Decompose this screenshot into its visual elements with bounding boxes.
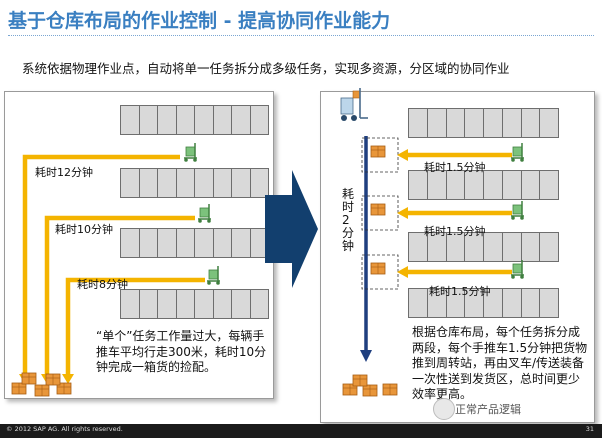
shelf-rack bbox=[408, 288, 559, 318]
title-divider bbox=[8, 35, 594, 36]
time-label: 耗时12分钟 bbox=[35, 166, 93, 179]
forklift-icon bbox=[340, 88, 368, 121]
cargo-box-icon bbox=[370, 203, 386, 216]
cargo-box-icon bbox=[370, 145, 386, 158]
transfer-line bbox=[360, 136, 372, 362]
cargo-boxes-icon bbox=[342, 374, 398, 397]
time-label: 耗时1.5分钟 bbox=[424, 225, 486, 238]
hand-cart-icon bbox=[510, 200, 525, 221]
route-arrow bbox=[62, 277, 205, 384]
shelf-rack bbox=[120, 105, 269, 135]
hand-cart-icon bbox=[510, 142, 525, 163]
vertical-time-label: 耗时2分钟 bbox=[342, 187, 355, 253]
shelf-rack bbox=[408, 170, 559, 200]
cargo-box-icon bbox=[370, 262, 386, 275]
watermark-text: 正常产品逻辑 bbox=[455, 403, 521, 416]
page-number: 31 bbox=[585, 425, 594, 433]
page-subtitle: 系统依据物理作业点，自动将单一任务拆分成多级任务，实现多资源，分区域的协同作业 bbox=[22, 61, 510, 76]
time-label: 耗时8分钟 bbox=[77, 278, 128, 291]
shelf-rack bbox=[408, 108, 559, 138]
hand-cart-icon bbox=[197, 203, 212, 224]
hand-cart-icon bbox=[510, 259, 525, 280]
shelf-rack bbox=[408, 232, 559, 262]
footer-bar: © 2012 SAP AG. All rights reserved. 31 bbox=[0, 424, 602, 438]
hand-cart-icon bbox=[206, 265, 221, 286]
left-note: “单个”任务工作量过大，每辆手推车平均行走300米，耗时10分钟完成一箱货的捡配… bbox=[96, 329, 267, 374]
time-label: 耗时10分钟 bbox=[55, 223, 113, 236]
short-route-arrow bbox=[397, 207, 512, 219]
time-label: 耗时1.5分钟 bbox=[429, 285, 491, 298]
big-right-arrow bbox=[265, 170, 318, 288]
copyright-text: © 2012 SAP AG. All rights reserved. bbox=[6, 425, 123, 433]
shelf-rack bbox=[120, 289, 269, 319]
watermark-logo-icon bbox=[433, 398, 455, 420]
short-route-arrow bbox=[397, 149, 512, 161]
time-label: 耗时1.5分钟 bbox=[424, 161, 486, 174]
right-note: 根据仓库布局，每个任务拆分成两段，每个手推车1.5分钟把货物推到周转站，再由叉车… bbox=[412, 325, 588, 401]
shelf-rack bbox=[120, 168, 269, 198]
hand-cart-icon bbox=[183, 142, 198, 163]
page-title: 基于仓库布局的作业控制 - 提高协同作业能力 bbox=[8, 10, 391, 32]
short-route-arrow bbox=[397, 266, 512, 278]
shelf-rack bbox=[120, 228, 269, 258]
